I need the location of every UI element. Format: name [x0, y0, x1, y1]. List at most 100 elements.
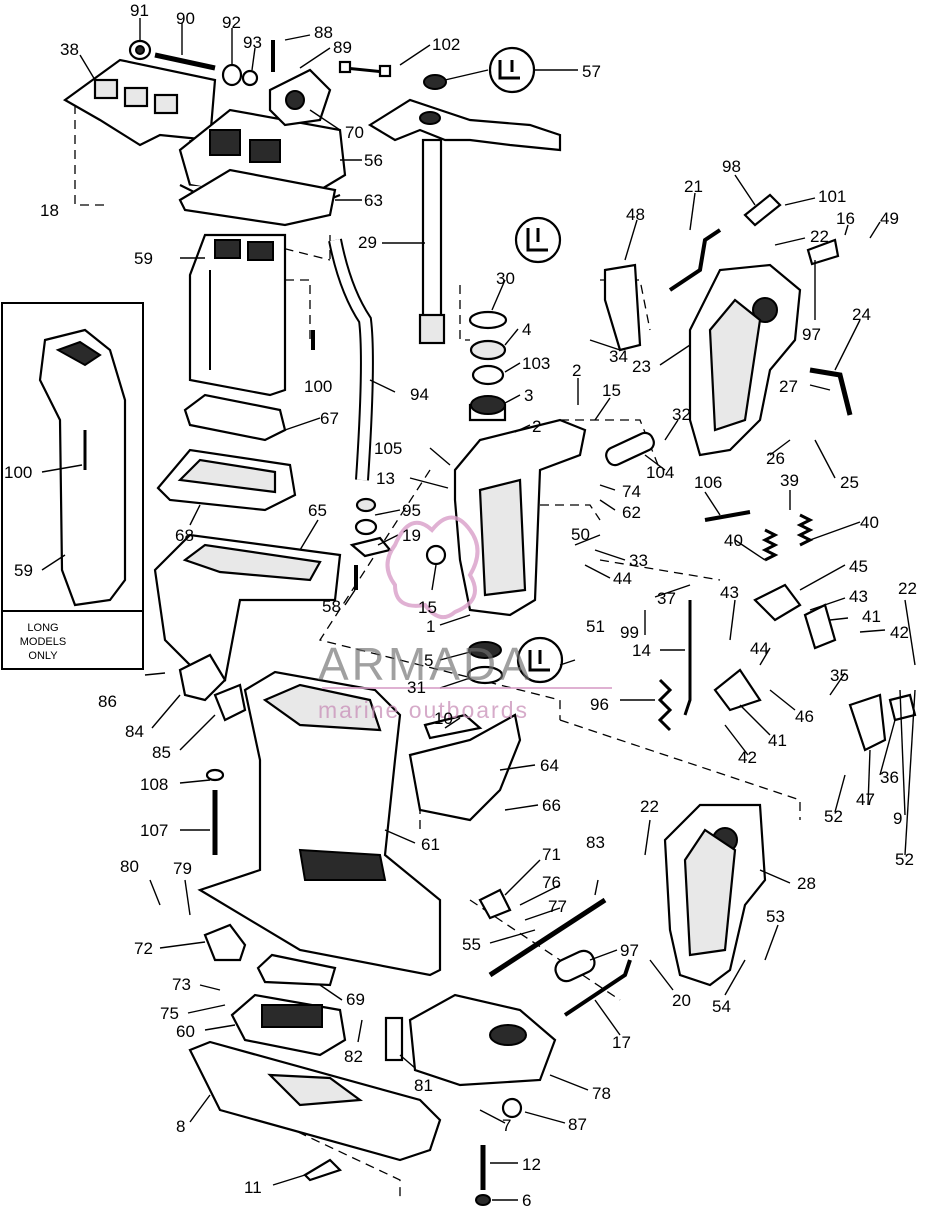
part-32-tube: [605, 431, 655, 467]
callout-22b: 22: [810, 227, 829, 246]
callout-49: 49: [880, 209, 899, 228]
callout-52: 52: [824, 807, 843, 826]
part-78-housing: [408, 993, 557, 1087]
part-12-stud: [475, 1145, 491, 1206]
callout-68: 68: [175, 526, 194, 545]
part-30-seal-bubble: [514, 216, 562, 264]
callout-15: 15: [602, 381, 621, 400]
callout-77: 77: [548, 897, 567, 916]
part-72-block: [203, 923, 247, 962]
part-38-gasket: [62, 58, 217, 147]
callout-59: 59: [134, 249, 153, 268]
part-84-85-plates: [178, 653, 247, 722]
callout-45: 45: [849, 557, 868, 576]
inset-note-line3: ONLY: [28, 650, 58, 662]
springs-40: [761, 513, 814, 562]
callout-98: 98: [722, 157, 741, 176]
callout-36: 36: [880, 768, 899, 787]
callout-60: 60: [176, 1022, 195, 1041]
callout-28: 28: [797, 874, 816, 893]
callout-56: 56: [364, 151, 383, 170]
callout-64: 64: [540, 756, 559, 775]
part-97-pin: [554, 949, 596, 983]
part-92-washer: [221, 63, 243, 87]
callout-71: 71: [542, 845, 561, 864]
callout-106: 106: [694, 473, 722, 492]
callout-63: 63: [364, 191, 383, 210]
callout-27: 27: [779, 377, 798, 396]
part-64-cover: [408, 713, 522, 822]
part-94-water-tube: [328, 238, 374, 481]
inset-note-line1: LONG: [27, 622, 58, 634]
callout-30: 30: [496, 269, 515, 288]
callout-67: 67: [320, 409, 339, 428]
inset-note-line2: MODELS: [20, 636, 66, 648]
callout-97: 97: [620, 941, 639, 960]
callout-65: 65: [308, 501, 327, 520]
callout-100b: 100: [4, 463, 32, 482]
callout-34: 34: [609, 347, 628, 366]
callout-22: 22: [640, 797, 659, 816]
part-29-steering-arm: [367, 98, 562, 345]
callout-75: 75: [160, 1004, 179, 1023]
part-93-nut: [241, 69, 259, 87]
part-59-exhaust-housing: [188, 233, 287, 397]
callout-93: 93: [243, 33, 262, 52]
seal-stack: [468, 310, 508, 422]
callout-23: 23: [632, 357, 651, 376]
callout-33: 33: [629, 551, 648, 570]
part-55-rod: [488, 897, 607, 978]
callout-61: 61: [421, 835, 440, 854]
callout-17: 17: [612, 1033, 631, 1052]
callout-99: 99: [620, 623, 639, 642]
part-98-plate: [743, 193, 782, 227]
callout-66: 66: [542, 796, 561, 815]
callout-69: 69: [346, 990, 365, 1009]
callout-8: 8: [176, 1117, 185, 1136]
callout-26: 26: [766, 449, 785, 468]
callout-89: 89: [333, 38, 352, 57]
callout-labels: 91 90 92 93 88 89 102 57 38 70 56 63 18 …: [4, 1, 917, 1209]
callout-15b: 15: [418, 598, 437, 617]
callout-12: 12: [522, 1155, 541, 1174]
part-87-clip: [501, 1097, 523, 1119]
callout-78: 78: [592, 1084, 611, 1103]
part-65-lower-pan: [153, 533, 342, 682]
callout-19: 19: [402, 526, 421, 545]
callout-9: 9: [893, 809, 902, 828]
part-47-plate: [848, 693, 887, 752]
callout-79: 79: [173, 859, 192, 878]
callout-43: 43: [720, 583, 739, 602]
part-96-spring: [657, 678, 673, 732]
callout-41: 41: [862, 607, 881, 626]
part-21-lever: [668, 228, 722, 292]
callout-57: 57: [582, 62, 601, 81]
callout-24: 24: [852, 305, 871, 324]
callout-86: 86: [98, 692, 117, 711]
part-69-gasket: [256, 953, 337, 987]
callout-38: 38: [60, 40, 79, 59]
callout-41b: 41: [768, 731, 787, 750]
callout-18: 18: [40, 201, 59, 220]
callout-43b: 43: [849, 587, 868, 606]
callout-73: 73: [172, 975, 191, 994]
part-17-pin: [563, 959, 632, 1017]
callout-104: 104: [646, 463, 674, 482]
callout-13: 13: [376, 469, 395, 488]
part-14-rod: [683, 600, 692, 716]
callout-62: 62: [622, 503, 641, 522]
callout-21: 21: [684, 177, 703, 196]
part-91-bushing: [128, 39, 152, 61]
callout-72: 72: [134, 939, 153, 958]
part-90-bolt: [154, 52, 216, 71]
part-97b-bolt: [806, 238, 840, 266]
leader-lines: [41, 18, 916, 1201]
part-71-block: [478, 888, 512, 920]
callout-35: 35: [830, 666, 849, 685]
callout-25: 25: [840, 473, 859, 492]
callout-90: 90: [176, 9, 195, 28]
part-107-stud: [205, 768, 225, 855]
callout-94: 94: [410, 385, 429, 404]
